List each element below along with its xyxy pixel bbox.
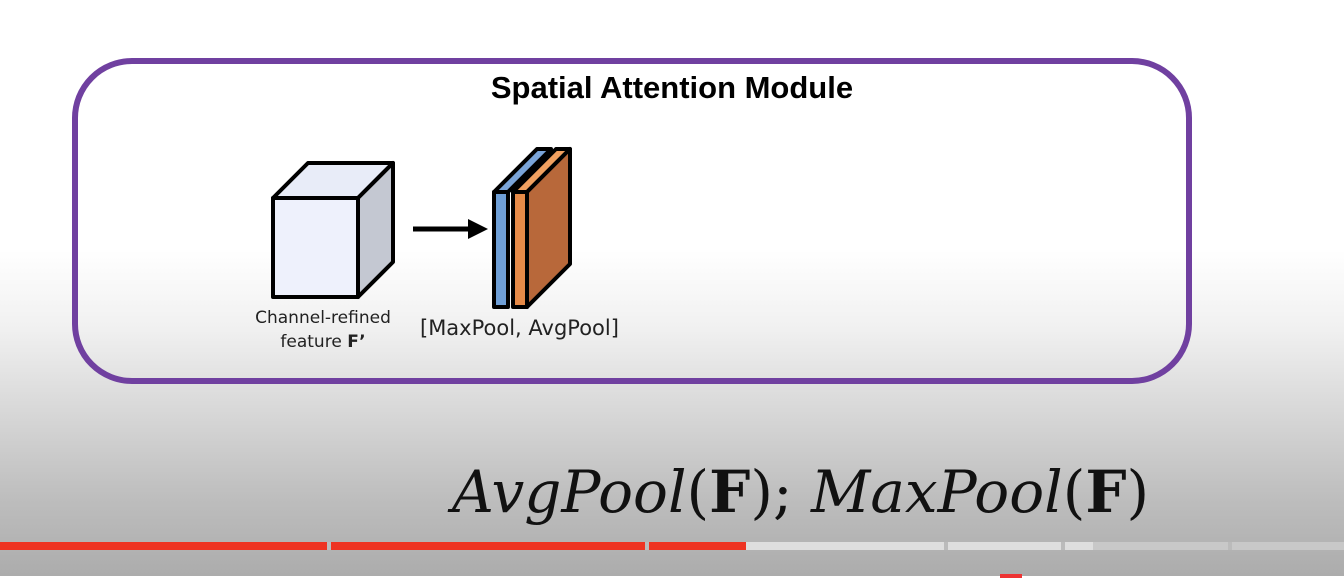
- pooled-feature-label: [MaxPool, AvgPool]: [420, 316, 619, 340]
- formula-arg-1: F: [709, 458, 751, 526]
- arrow-icon: [413, 219, 488, 239]
- video-progress-bar[interactable]: [0, 542, 1344, 550]
- input-label-line1: Channel-refined: [255, 308, 391, 328]
- formula-maxpool: MaxPool: [810, 458, 1063, 526]
- input-feature-cube: [271, 161, 395, 299]
- pooled-feature-slabs: [492, 147, 572, 309]
- played-bar: [0, 542, 746, 550]
- pooling-formula: AvgPool(F); MaxPool(F): [452, 458, 1150, 526]
- input-feature-label: Channel-refined feature F’: [238, 306, 408, 354]
- input-label-symbol: F’: [347, 332, 366, 352]
- progress-marker: [1000, 574, 1022, 578]
- spatial-attention-module-frame: [72, 58, 1192, 384]
- formula-separator: ;: [772, 458, 793, 526]
- module-title: Spatial Attention Module: [490, 70, 854, 105]
- input-label-line2: feature: [280, 332, 348, 352]
- formula-avgpool: AvgPool: [452, 458, 687, 526]
- formula-arg-2: F: [1085, 458, 1127, 526]
